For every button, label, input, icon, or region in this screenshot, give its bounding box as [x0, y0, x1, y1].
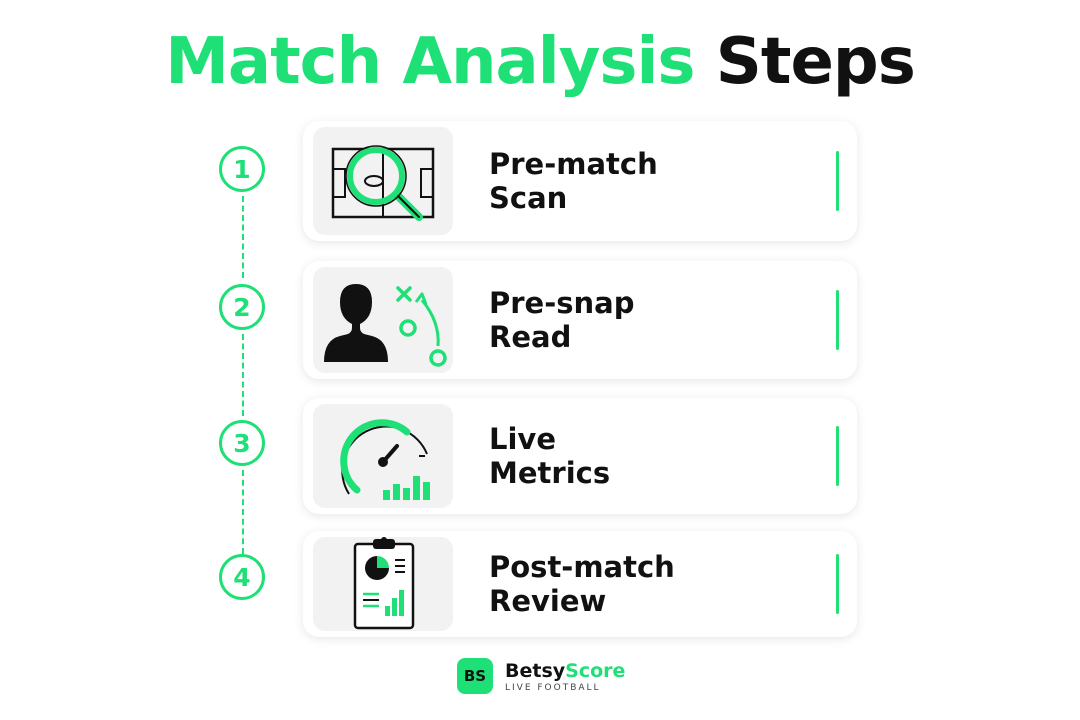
step-label: Pre-match Scan	[489, 147, 658, 215]
step-label: Post-match Review	[489, 550, 675, 618]
brand-text: BetsyScore LIVE FOOTBALL	[505, 660, 625, 693]
step-number-1: 1	[219, 146, 265, 192]
step-card-post-match-review[interactable]: Post-match Review	[303, 531, 857, 637]
step-label-line1: Pre-snap	[489, 286, 635, 320]
accent-bar	[836, 426, 839, 486]
brand-name: BetsyScore	[505, 660, 625, 682]
step-card-pre-snap-read[interactable]: Pre-snap Read	[303, 261, 857, 379]
step-card-pre-match-scan[interactable]: Pre-match Scan	[303, 121, 857, 241]
brand-name-part2: Score	[565, 659, 626, 682]
accent-bar	[836, 290, 839, 350]
page-title: Match Analysis Steps	[0, 22, 1080, 102]
clipboard-report-icon	[313, 537, 453, 631]
title-highlight: Match Analysis	[165, 25, 695, 99]
step-label-line1: Pre-match	[489, 147, 658, 181]
step-number-3: 3	[219, 420, 265, 466]
accent-bar	[836, 554, 839, 614]
magnifier-over-pitch-icon	[313, 127, 453, 235]
step-label-line1: Live	[489, 422, 556, 456]
brand-logo: BS	[457, 658, 493, 694]
step-label-line2: Review	[489, 584, 607, 618]
step-number-4: 4	[219, 554, 265, 600]
step-connector	[242, 470, 244, 554]
step-label-line2: Read	[489, 320, 572, 354]
step-label-line2: Scan	[489, 181, 568, 215]
brand-tagline: LIVE FOOTBALL	[505, 682, 601, 693]
step-connector	[242, 196, 244, 278]
step-label-line2: Metrics	[489, 456, 611, 490]
step-card-live-metrics[interactable]: Live Metrics	[303, 398, 857, 514]
gauge-bar-chart-icon	[313, 404, 453, 508]
brand-footer: BS BetsyScore LIVE FOOTBALL	[457, 658, 625, 694]
step-label: Pre-snap Read	[489, 286, 635, 354]
player-play-diagram-icon	[313, 267, 453, 373]
step-connector	[242, 334, 244, 416]
title-rest: Steps	[715, 25, 916, 99]
brand-name-part1: Betsy	[505, 659, 566, 682]
step-number-2: 2	[219, 284, 265, 330]
step-label: Live Metrics	[489, 422, 610, 490]
accent-bar	[836, 151, 839, 211]
step-label-line1: Post-match	[489, 550, 675, 584]
